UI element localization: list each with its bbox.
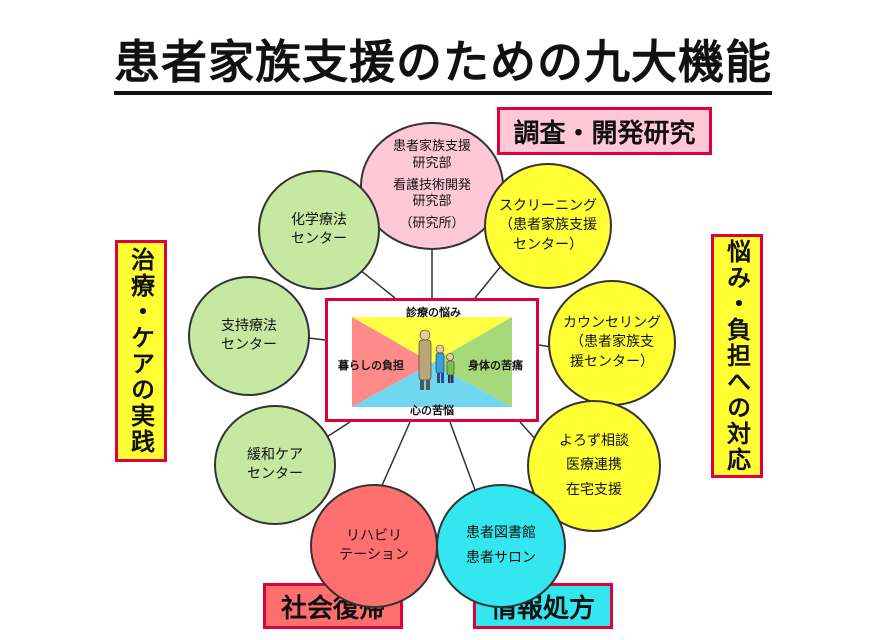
quadrant-top xyxy=(352,317,512,363)
node-text: センター xyxy=(221,337,277,353)
palliative-care-node: 緩和ケアセンター xyxy=(214,405,336,525)
node-text: 医療連携 xyxy=(566,457,622,474)
node-text: （患者家族支 xyxy=(570,334,654,351)
info-category-box: 情報処方 xyxy=(473,583,613,629)
node-text: カウンセリング xyxy=(563,314,661,331)
node-text: センター） xyxy=(513,236,583,253)
hub-label-right: 身体の苦痛 xyxy=(468,359,523,372)
counseling-node: カウンセリング （患者家族支援センター） xyxy=(548,280,676,406)
research-dept-node: 患者家族支援研究部 看護技術開発研究部 （研究所） xyxy=(360,122,504,250)
treatment-category-box: 治療・ケアの実践 xyxy=(115,240,167,462)
patient-library-node: 患者図書館患者サロン xyxy=(436,484,566,608)
research-category-label: 調査・開発研究 xyxy=(513,118,696,149)
research-category-box: 調査・開発研究 xyxy=(497,107,712,155)
node-text: 看護技術開発 xyxy=(392,177,471,193)
node-text: 在宅支援 xyxy=(566,481,622,498)
node-text: 患者家族支援 xyxy=(392,139,471,155)
family-figures-illustration xyxy=(418,329,455,390)
supportive-care-node: 支持療法センター xyxy=(188,276,310,396)
node-text: 支持療法 xyxy=(221,317,277,334)
hub-quadrants xyxy=(352,317,512,407)
quadrant-left xyxy=(352,317,432,407)
node-text: リハビリ xyxy=(345,527,402,544)
hub-label-top: 診療の悩み xyxy=(406,306,461,319)
line-library xyxy=(449,421,476,491)
node-text: スクリーニング xyxy=(499,197,597,214)
node-text: 研究部 xyxy=(412,155,452,171)
screening-node: スクリーニング （患者家族支援センター） xyxy=(484,163,612,289)
page-title: 患者家族支援のための九大機能 xyxy=(0,26,886,95)
node-text: センター xyxy=(291,231,347,247)
node-text: （研究所） xyxy=(399,216,465,232)
quadrant-right xyxy=(432,317,512,407)
rehabilitation-node: リハビリテーション xyxy=(310,484,438,608)
quadrant-bottom xyxy=(352,363,512,407)
hub-label-bottom: 心の苦悩 xyxy=(410,404,454,417)
node-text: 患者図書館 xyxy=(466,525,536,541)
central-hub: 診療の悩み 暮らしの負担 身体の苦痛 心の苦悩 xyxy=(325,298,539,422)
concerns-category-box: 悩み・負担への対応 xyxy=(711,234,763,478)
chemo-center-node: 化学療法センター xyxy=(258,170,380,290)
node-text: （患者家族支援 xyxy=(499,217,597,234)
concerns-category-label: 悩み・負担への対応 xyxy=(722,239,751,473)
node-text: 化学療法 xyxy=(291,211,347,228)
treatment-category-label: 治療・ケアの実践 xyxy=(126,247,155,455)
node-text: テーション xyxy=(339,547,409,563)
line-rehab xyxy=(379,421,411,491)
node-text: センター xyxy=(247,466,303,482)
node-text: よろず相談 xyxy=(559,432,629,449)
node-text: 緩和ケア xyxy=(247,446,303,463)
node-text: 患者サロン xyxy=(466,549,536,566)
node-text: 援センター） xyxy=(570,353,654,370)
hub-label-left: 暮らしの負担 xyxy=(338,359,404,372)
node-text: 研究部 xyxy=(412,194,452,210)
